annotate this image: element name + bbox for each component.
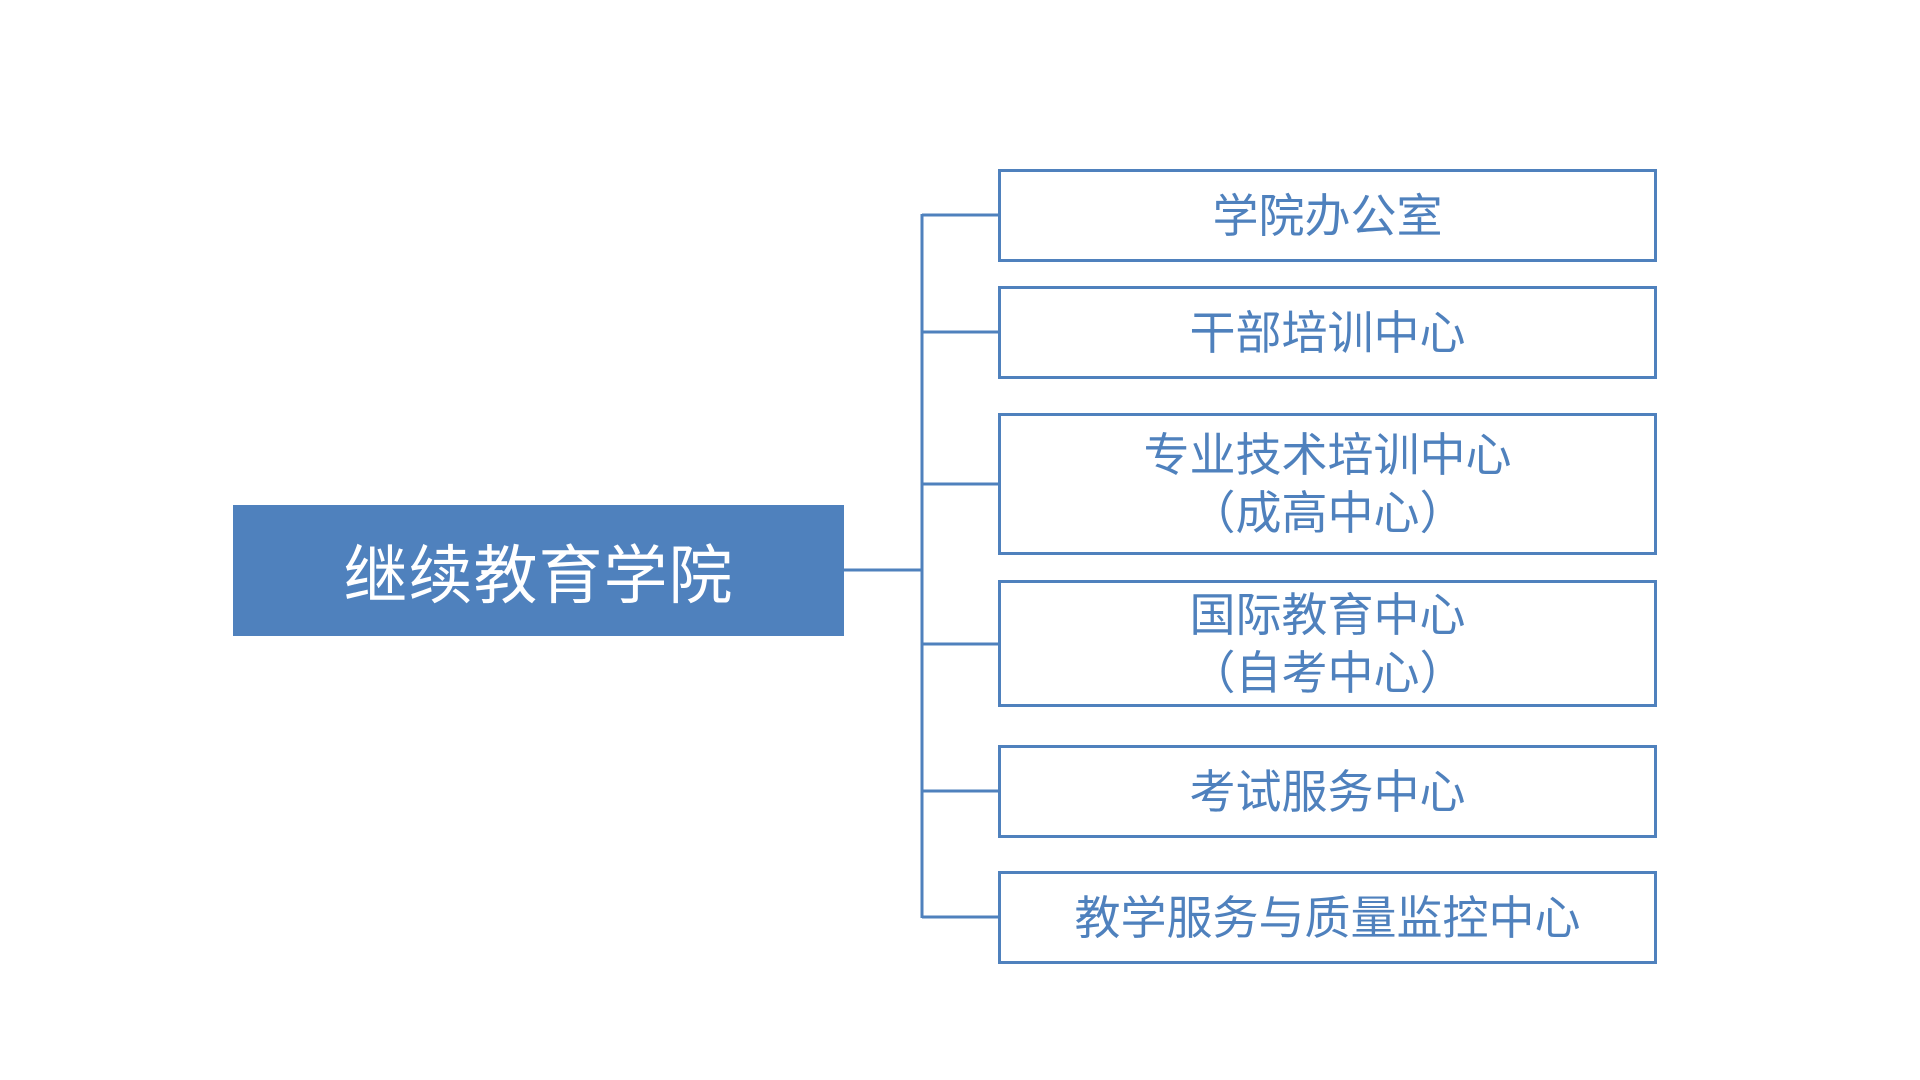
- child-node-label: 学院办公室: [1212, 188, 1443, 243]
- child-node-cadre-training: 干部培训中心: [998, 286, 1657, 379]
- child-node-sublabel: （成高中心）: [1189, 486, 1466, 540]
- child-node-teaching-quality: 教学服务与质量监控中心: [998, 871, 1657, 964]
- child-node-label: 考试服务中心: [1189, 764, 1466, 819]
- root-node: 继续教育学院: [233, 505, 844, 636]
- child-node-international-education: 国际教育中心 （自考中心）: [998, 580, 1657, 707]
- child-node-office: 学院办公室: [998, 169, 1657, 262]
- child-node-label: 专业技术培训中心: [1143, 428, 1512, 482]
- child-node-sublabel: （自考中心）: [1189, 645, 1466, 700]
- child-node-exam-services: 考试服务中心: [998, 745, 1657, 838]
- child-node-label: 教学服务与质量监控中心: [1074, 890, 1581, 945]
- child-node-label: 干部培训中心: [1189, 305, 1466, 360]
- root-node-label: 继续教育学院: [343, 539, 734, 614]
- child-node-label: 国际教育中心: [1189, 587, 1466, 642]
- child-node-professional-training: 专业技术培训中心 （成高中心）: [998, 413, 1657, 555]
